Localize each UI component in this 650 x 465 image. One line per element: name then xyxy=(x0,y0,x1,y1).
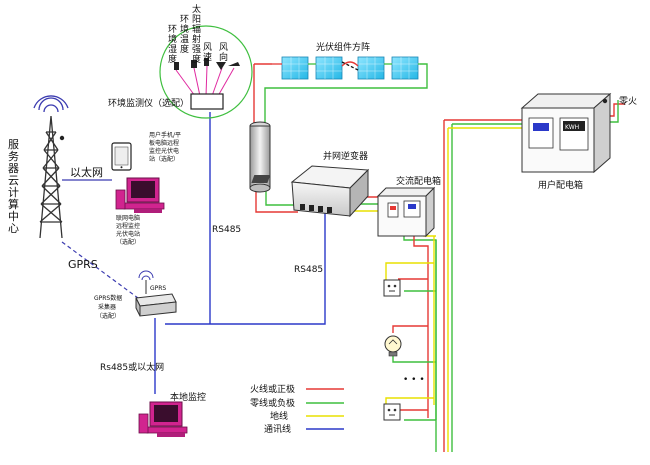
inverter-terminals xyxy=(300,204,332,213)
pv-panel-4 xyxy=(391,56,419,80)
svg-text:火线或正极: 火线或正极 xyxy=(250,383,295,395)
local-pc xyxy=(138,401,188,437)
tablet-device xyxy=(111,142,132,171)
legend-item-neutral: 零线或负极 xyxy=(250,397,344,409)
rs485-label-b: RS485 xyxy=(294,265,323,275)
sensor-env-temp-label: 环 境 温 度 xyxy=(180,14,192,55)
svg-text:通讯线: 通讯线 xyxy=(264,423,291,435)
ac-green-main xyxy=(403,224,437,420)
socket-1 xyxy=(383,279,401,297)
comm-bus xyxy=(165,212,326,325)
remote-pc xyxy=(115,177,165,213)
sensor-wires xyxy=(175,65,235,97)
lamp-green xyxy=(392,356,436,363)
legend-item-fire: 火线或正极 xyxy=(250,383,344,395)
sensor-env-humidity-label: 环 境 湿 度 xyxy=(168,24,180,65)
pv-panel-3 xyxy=(357,56,385,80)
env-monitor-label: 环境监测仪（选配） xyxy=(108,97,189,109)
user-box-dot xyxy=(602,98,608,104)
mobile-monitor-label: 用户手机/平 板电脑远程 监控光伏电 站（选配） xyxy=(149,131,183,163)
socket-2 xyxy=(383,403,401,421)
tower-lattice xyxy=(39,115,63,239)
inverter-label: 并网逆变器 xyxy=(323,150,368,162)
pv-panel-1 xyxy=(281,56,309,80)
zero-fire-label: 零火 xyxy=(619,96,637,107)
user-breaker xyxy=(528,117,554,149)
sensor-wire-1 xyxy=(175,69,196,97)
env-monitor-box xyxy=(190,93,224,110)
env-zoom-circle xyxy=(159,25,253,119)
sensor-wind-speed-label: 风 速 xyxy=(203,42,215,63)
pv-top-green xyxy=(264,63,428,124)
ac-distribution-box xyxy=(376,186,436,238)
sensor-wind-dir-label: 风 向 xyxy=(219,42,231,63)
gprs-label: GPRS xyxy=(68,258,98,271)
rs485-label-a: RS485 xyxy=(212,225,241,235)
user-box-label: 用户配电箱 xyxy=(538,179,583,191)
tower-dot xyxy=(59,135,65,141)
pc-monitor-label: 联网电脑 远程监控 光伏电站 （选配） xyxy=(116,214,142,246)
svg-text:零线或负极: 零线或负极 xyxy=(250,397,295,409)
local-monitor-label: 本地监控 xyxy=(170,391,206,403)
ethernet-label: 以太网 xyxy=(70,166,103,179)
legend-item-comm: 通讯线 xyxy=(264,423,344,435)
kwh-meter-tag: KWH xyxy=(565,124,579,131)
gprs-device-tag: GPRS xyxy=(150,285,166,292)
gprs-collector: GPRS xyxy=(135,270,177,317)
sensor-wire-3 xyxy=(205,65,208,97)
pv-string-wires xyxy=(253,63,428,213)
gprs-collector-label: GPRS数据 采集器 （选配） xyxy=(94,294,124,320)
cloud-server-tower: 服 务 器 云 计 算 中 心 xyxy=(8,95,69,239)
ac-box-label: 交流配电箱 xyxy=(396,175,441,187)
comm-wires xyxy=(154,112,326,394)
sensor-wire-4 xyxy=(211,67,223,97)
user-distribution-box: KWH xyxy=(520,92,612,174)
socket1-yellow xyxy=(385,262,434,283)
legend-item-ground: 地线 xyxy=(270,410,344,422)
antenna-waves xyxy=(33,95,69,113)
ellipsis: • • • xyxy=(403,375,425,385)
pv-interconnect xyxy=(272,61,420,71)
sensor-wire-2 xyxy=(193,67,201,97)
legend: 火线或正极 零线或负极 地线 通讯线 xyxy=(250,383,344,435)
distribution-wires xyxy=(385,119,532,452)
ac-red-main xyxy=(413,224,429,418)
rs485-ethernet-label: Rs485或以太网 xyxy=(100,361,164,373)
dc-combiner xyxy=(249,121,271,193)
sensor-heads xyxy=(174,58,240,70)
pv-array xyxy=(272,56,420,80)
cloud-center-label: 服 务 器 云 计 算 中 心 xyxy=(8,138,23,235)
lamp xyxy=(384,335,402,357)
grid-inverter xyxy=(251,165,370,218)
pv-array-label: 光伏组件方阵 xyxy=(316,41,370,53)
socket2-yellow xyxy=(385,397,434,404)
sensor-solar-rad-label: 太 阳 辐 射 强 度 xyxy=(192,3,204,65)
pv-left-red xyxy=(255,188,298,213)
pv-left-green xyxy=(265,188,298,206)
gprs-dashed-link xyxy=(61,241,139,299)
pv-panel-2 xyxy=(315,56,343,80)
environment-monitor: 环 境 湿 度 环 境 温 度 太 阳 辐 射 强 度 风 速 风 向 xyxy=(159,3,253,119)
svg-text:地线: 地线 xyxy=(270,410,288,422)
sensor-wire-5 xyxy=(217,67,235,97)
lamp-red xyxy=(392,325,428,333)
